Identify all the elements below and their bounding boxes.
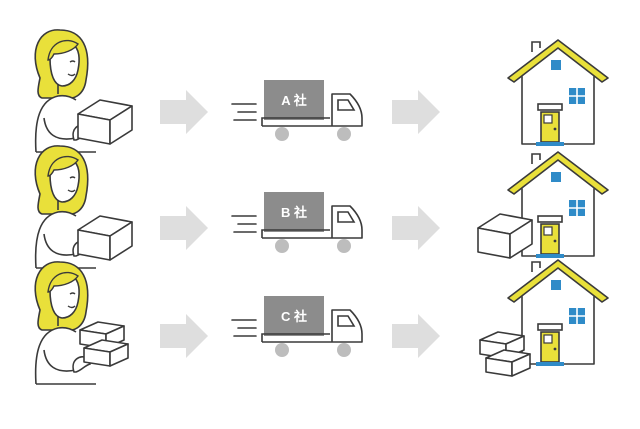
delivery-truck-icon: A 社 bbox=[231, 79, 363, 142]
package-box-icon bbox=[77, 215, 133, 261]
row-1: A 社 bbox=[34, 29, 609, 153]
truck-carrier-label: B 社 bbox=[281, 205, 307, 220]
truck-carrier-label: C 社 bbox=[281, 309, 307, 324]
row-3: C 社 bbox=[34, 259, 609, 385]
right-arrow-icon bbox=[160, 314, 208, 358]
delivery-truck-icon: B 社 bbox=[231, 191, 363, 254]
package-box-icon bbox=[77, 99, 133, 145]
person-holding-box-icon bbox=[34, 261, 97, 385]
right-arrow-icon bbox=[160, 206, 208, 250]
right-arrow-icon bbox=[392, 206, 440, 250]
right-arrow-icon bbox=[392, 314, 440, 358]
delivery-truck-icon: C 社 bbox=[231, 295, 363, 358]
row-2: B 社 bbox=[34, 145, 609, 269]
right-arrow-icon bbox=[160, 90, 208, 134]
house-icon bbox=[507, 39, 609, 147]
truck-carrier-label: A 社 bbox=[281, 93, 307, 108]
right-arrow-icon bbox=[392, 90, 440, 134]
